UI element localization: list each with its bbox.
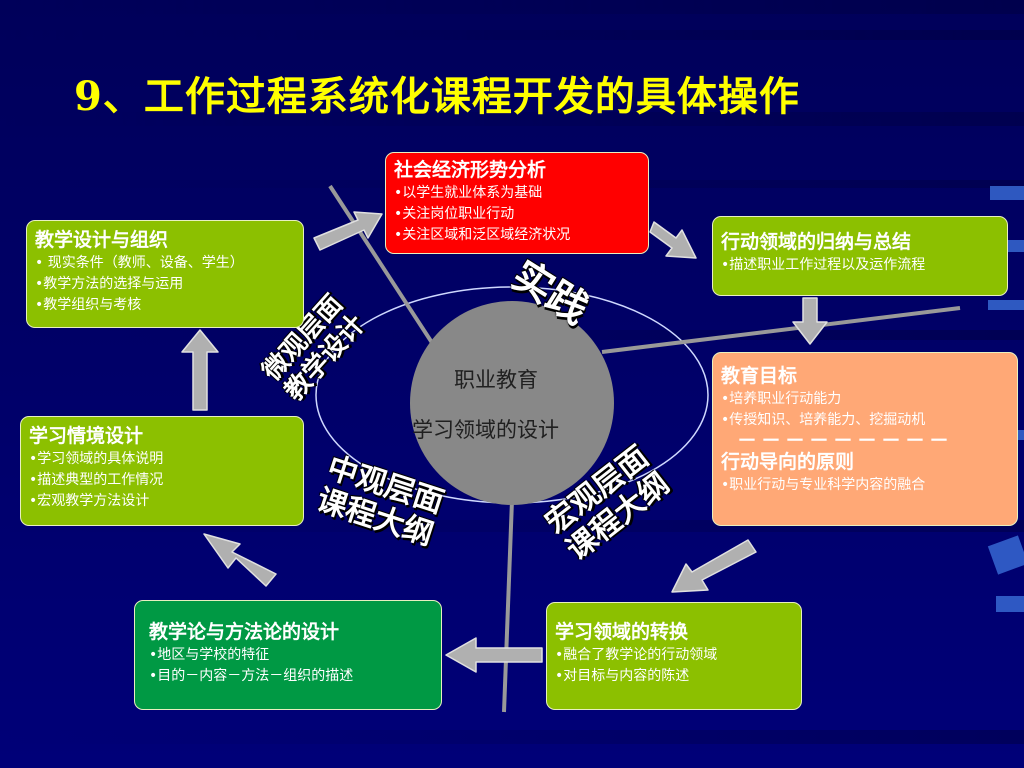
box-goal-title2: 行动导向的原则	[721, 451, 855, 473]
box-social-item: 关注区域和泛区域经济状况	[394, 225, 640, 246]
box-social-item: 以学生就业体系为基础	[394, 183, 640, 204]
box-situation-design: 学习情境设计 学习领域的具体说明 描述典型的工作情况 宏观教学方法设计	[20, 416, 304, 526]
box-situation-item: 宏观教学方法设计	[29, 491, 295, 512]
box-didactics-title: 教学论与方法论的设计	[149, 621, 340, 643]
box-goal-title: 教育目标	[721, 365, 798, 387]
box-social-title: 社会经济形势分析	[394, 159, 547, 181]
box-social-item: 关注岗位职业行动	[394, 204, 640, 225]
box-didactics-design: 教学论与方法论的设计 地区与学校的特征 目的－内容－方法－组织的描述	[134, 600, 442, 710]
box-design-item: 现实条件（教师、设备、学生）	[35, 253, 295, 274]
box-didactics-item: 目的－内容－方法－组织的描述	[149, 666, 427, 687]
box-goal-item2: 职业行动与专业科学内容的融合	[721, 475, 1009, 496]
box-education-goal: 教育目标 培养职业行动能力 传授知识、培养能力、挖掘动机 －－－－－－－－－ 行…	[712, 352, 1018, 526]
box-action-field-item: 描述职业工作过程以及运作流程	[721, 255, 999, 276]
box-goal-item: 传授知识、培养能力、挖掘动机	[721, 410, 1009, 431]
box-situation-title: 学习情境设计	[29, 425, 144, 447]
box-goal-item: 培养职业行动能力	[721, 389, 1009, 410]
box-transform-title: 学习领域的转换	[555, 621, 689, 643]
box-design-item: 教学组织与考核	[35, 295, 295, 316]
box-didactics-item: 地区与学校的特征	[149, 645, 427, 666]
box-situation-item: 描述典型的工作情况	[29, 470, 295, 491]
center-line-1: 职业教育	[454, 368, 538, 392]
page-title: 9、工作过程系统化课程开发的具体操作	[74, 73, 800, 120]
box-situation-item: 学习领域的具体说明	[29, 449, 295, 470]
box-social-analysis: 社会经济形势分析 以学生就业体系为基础 关注岗位职业行动 关注区域和泛区域经济状…	[385, 152, 649, 254]
center-line-2: 学习领域的设计	[412, 418, 559, 442]
box-action-field-title: 行动领域的归纳与总结	[721, 231, 912, 253]
box-teaching-design: 教学设计与组织 现实条件（教师、设备、学生） 教学方法的选择与运用 教学组织与考…	[26, 220, 304, 328]
box-field-transform: 学习领域的转换 融合了教学论的行动领域 对目标与内容的陈述	[546, 602, 802, 710]
box-design-title: 教学设计与组织	[35, 229, 169, 251]
box-action-field: 行动领域的归纳与总结 描述职业工作过程以及运作流程	[712, 216, 1008, 296]
box-design-item: 教学方法的选择与运用	[35, 274, 295, 295]
box-transform-item: 融合了教学论的行动领域	[555, 645, 793, 666]
box-transform-item: 对目标与内容的陈述	[555, 666, 793, 687]
box-goal-dashes: －－－－－－－－－	[737, 428, 953, 452]
